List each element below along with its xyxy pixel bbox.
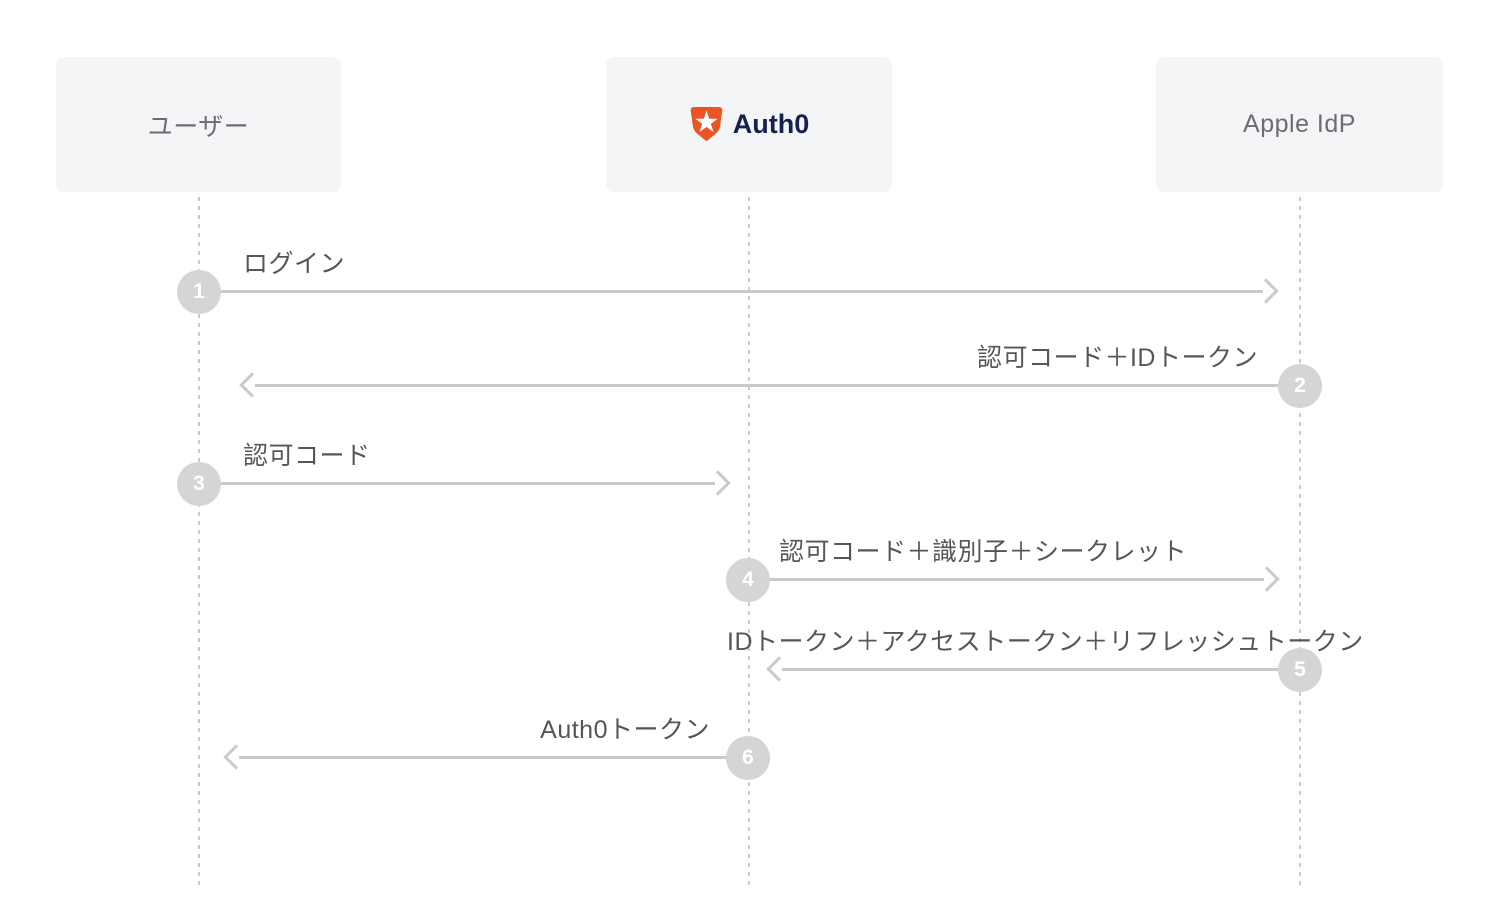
step-circle-1: 1 (177, 270, 221, 314)
auth0-brand: Auth0 (689, 106, 810, 143)
step-circle-6: 6 (726, 736, 770, 780)
actor-box-user: ユーザー (56, 57, 341, 192)
arrowhead-left-icon (239, 372, 265, 398)
message-arrow-2 (239, 372, 1278, 398)
message-arrow-5 (766, 656, 1278, 682)
message-arrow-3 (221, 470, 731, 496)
actor-box-auth0: Auth0 (606, 57, 892, 192)
message-label-1: ログイン (243, 250, 346, 278)
arrowhead-left-icon (766, 656, 792, 682)
actor-label-user: ユーザー (147, 112, 250, 141)
lifeline-auth0 (748, 197, 750, 888)
message-arrow-4 (770, 566, 1280, 592)
step-circle-2: 2 (1278, 364, 1322, 408)
step-circle-4: 4 (726, 558, 770, 602)
message-arrow-6 (223, 744, 726, 770)
arrowhead-left-icon (223, 744, 249, 770)
message-label-6: Auth0トークン (540, 716, 710, 744)
step-circle-3: 3 (177, 462, 221, 506)
actor-label-apple-idp: Apple IdP (1243, 110, 1356, 138)
message-label-2: 認可コード＋IDトークン (976, 344, 1258, 372)
message-label-5: IDトークン＋アクセストークン＋リフレッシュトークン (727, 628, 1364, 656)
actor-label-auth0: Auth0 (732, 109, 810, 139)
arrowhead-right-icon (1254, 566, 1280, 592)
message-label-4: 認可コード＋識別子＋シークレット (779, 538, 1188, 566)
arrowhead-right-icon (705, 470, 731, 496)
step-circle-5: 5 (1278, 648, 1322, 692)
arrowhead-right-icon (1253, 278, 1279, 304)
message-arrow-1 (221, 278, 1279, 304)
lifeline-apple-idp (1299, 197, 1301, 888)
auth0-shield-star-icon (690, 107, 723, 142)
message-label-3: 認可コード (243, 442, 371, 470)
lifeline-user (198, 197, 200, 888)
actor-box-apple-idp: Apple IdP (1156, 57, 1443, 192)
